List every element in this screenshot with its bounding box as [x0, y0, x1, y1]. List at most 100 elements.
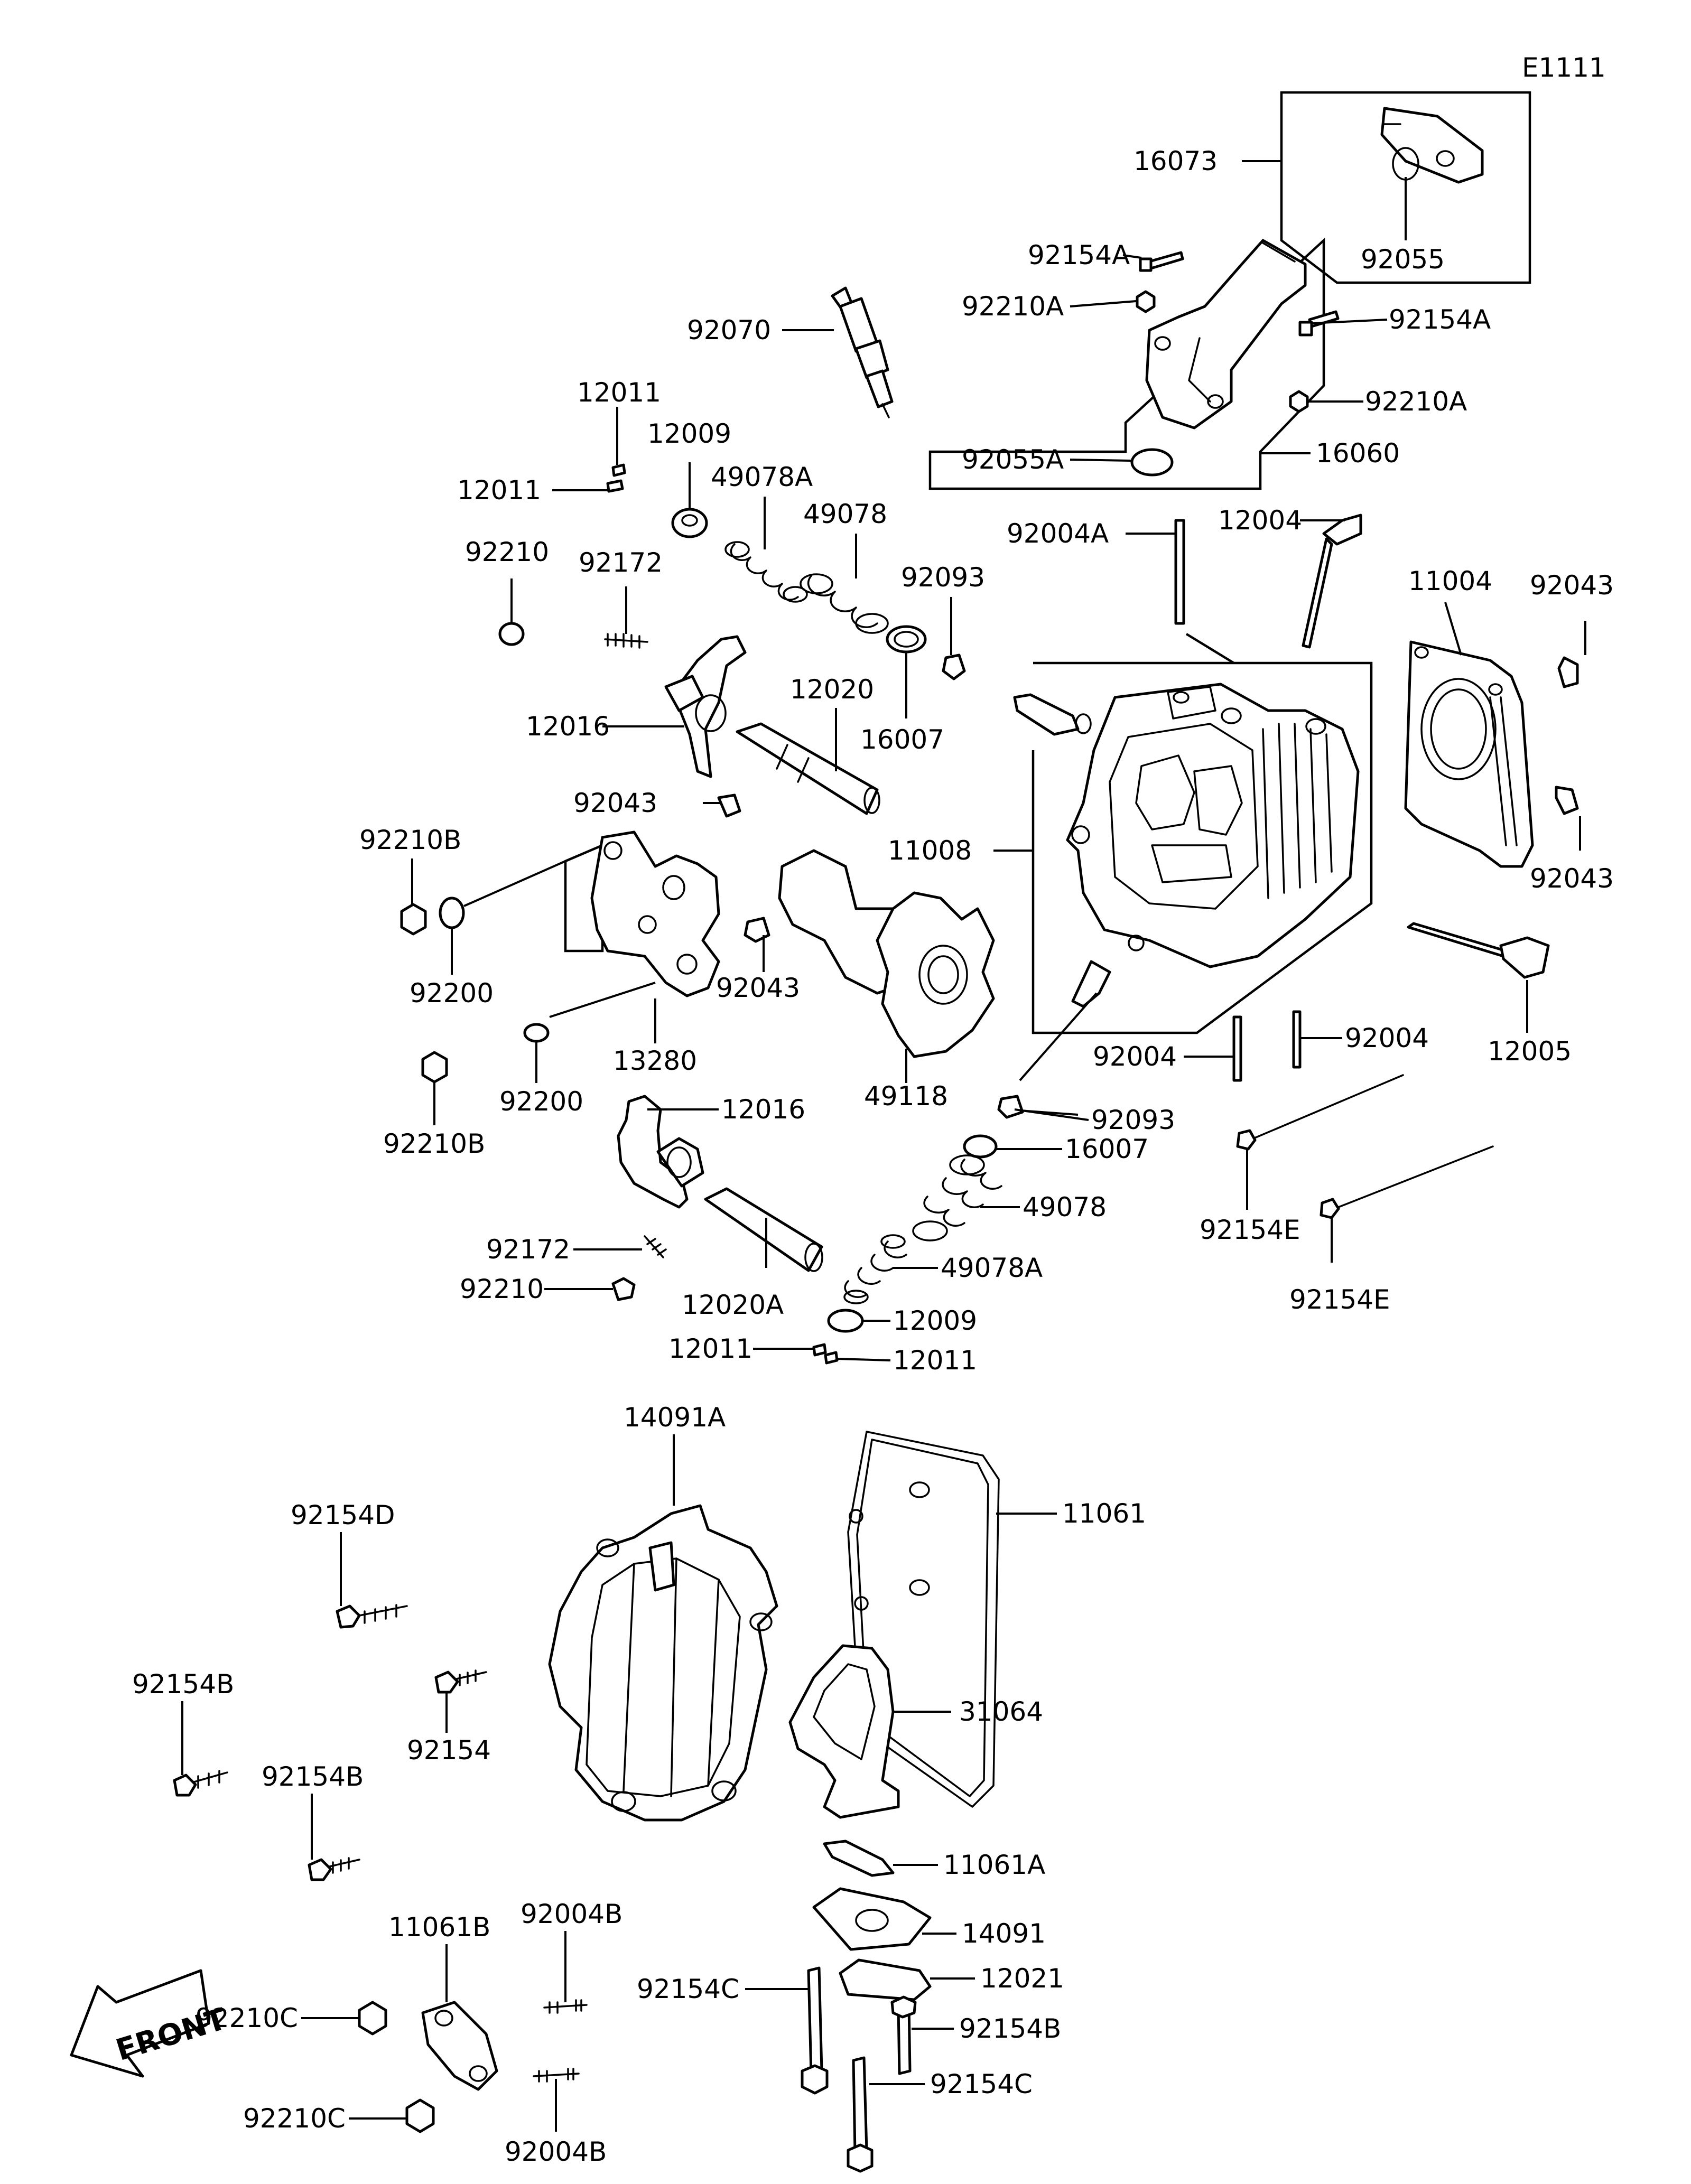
label-92210-2: 92210: [460, 1274, 544, 1304]
intake-group: [928, 91, 1531, 490]
nut-92210B-b: [421, 1051, 448, 1084]
label-14091A: 14091A: [624, 1402, 726, 1433]
label-92154E-1: 92154E: [1200, 1215, 1300, 1245]
breather-31064: [788, 1644, 900, 1819]
nut-92210C-b: [405, 2098, 435, 2133]
label-92210C-1: 92210C: [196, 2003, 298, 2033]
dowel-92043-a: [1557, 656, 1579, 688]
label-12016-1: 12016: [526, 711, 610, 742]
label-49078A-2: 49078A: [941, 1253, 1043, 1283]
label-16007-1: 16007: [860, 724, 944, 755]
label-11061: 11061: [1062, 1498, 1146, 1529]
label-11004: 11004: [1408, 566, 1492, 596]
label-12011-2: 12011: [457, 475, 541, 506]
guide-92004-b: [1292, 1010, 1302, 1069]
rocker-group: [498, 622, 880, 818]
label-92210-1: 92210: [465, 537, 549, 567]
label-92043-4: 92043: [716, 973, 800, 1003]
guide-92004A: [1174, 519, 1185, 625]
guide-92004-a: [1232, 1015, 1242, 1082]
spark-plug: [831, 286, 894, 418]
label-92210B-1: 92210B: [359, 825, 461, 855]
head-gasket: [1404, 640, 1534, 868]
bolt-92154B-bottom: [890, 1995, 917, 2075]
lower-rocker: [611, 1095, 823, 1301]
label-12020A: 12020A: [682, 1290, 784, 1320]
label-11061A: 11061A: [943, 1850, 1045, 1880]
label-49078A-1: 49078A: [711, 462, 813, 492]
label-92154E-2: 92154E: [1289, 1284, 1390, 1315]
label-12016-2: 12016: [721, 1094, 805, 1125]
label-49078-2: 49078: [1023, 1192, 1107, 1222]
label-92154A-2: 92154A: [1389, 304, 1491, 335]
label-92055A: 92055A: [962, 444, 1064, 475]
washer-92200-a: [439, 897, 465, 929]
label-92004B-1: 92004B: [521, 1899, 622, 1929]
plate-14091: [812, 1887, 932, 1951]
label-92210C-2: 92210C: [243, 2103, 346, 2134]
bolt-92154B-a: [173, 1770, 228, 1797]
part-labels: 16073 92055 92154A 92210A 92070 92154A 9…: [132, 146, 1614, 2167]
head-cover: [548, 1504, 778, 1822]
stud-92154E-b: [1320, 1145, 1494, 1219]
label-12005: 12005: [1488, 1036, 1572, 1067]
label-12011-1: 12011: [577, 377, 661, 408]
label-16007-2: 16007: [1065, 1134, 1149, 1164]
label-12011-4: 12011: [893, 1345, 977, 1376]
plate-12021: [839, 1958, 932, 2001]
bolt-92154C-a: [801, 1966, 829, 2095]
stud-92154E-a: [1236, 1074, 1404, 1151]
label-92154A-1: 92154A: [1028, 240, 1130, 270]
label-92154B-1: 92154B: [132, 1669, 234, 1700]
label-92154: 92154: [407, 1735, 491, 1766]
label-92210A-2: 92210A: [1365, 386, 1467, 417]
camshaft: [744, 849, 995, 1058]
bolt-92154-mid: [434, 1669, 487, 1694]
label-16073: 16073: [1133, 146, 1218, 176]
label-13280: 13280: [613, 1046, 697, 1076]
bolt-92154D: [336, 1604, 408, 1629]
label-31064: 31064: [959, 1696, 1043, 1727]
label-92043-1: 92043: [1530, 570, 1614, 601]
label-11008: 11008: [888, 835, 972, 866]
label-92210A-1: 92210A: [962, 291, 1064, 322]
label-12011-3: 12011: [668, 1333, 752, 1364]
label-12021: 12021: [980, 1963, 1064, 1994]
bolt-92154B-b: [308, 1857, 360, 1881]
label-92093-2: 92093: [1091, 1105, 1175, 1135]
label-92200-2: 92200: [499, 1086, 583, 1117]
label-92043-2: 92043: [573, 788, 657, 818]
label-92172-2: 92172: [486, 1234, 570, 1265]
label-92200-1: 92200: [410, 978, 494, 1009]
label-92154B-2: 92154B: [262, 1761, 364, 1792]
label-92210B-2: 92210B: [383, 1128, 485, 1159]
label-92004-2: 92004: [1345, 1023, 1429, 1053]
label-92070: 92070: [687, 315, 771, 346]
leader-lines: [181, 160, 1586, 2132]
label-92004A: 92004A: [1007, 518, 1109, 549]
label-92043-3: 92043: [1530, 863, 1614, 894]
label-92004B-2: 92004B: [505, 2136, 607, 2167]
label-92004-1: 92004: [1093, 1041, 1177, 1072]
cover-gasket: [847, 1431, 1000, 1808]
bolt-92154C-b: [847, 2056, 874, 2173]
label-92154D: 92154D: [291, 1500, 395, 1530]
diagram-id: E1111: [1522, 52, 1606, 83]
label-12004: 12004: [1218, 505, 1302, 536]
lower-valvetrain: [812, 935, 1145, 1365]
label-92154C-2: 92154C: [930, 2069, 1033, 2099]
label-92154C-1: 92154C: [637, 1974, 739, 2004]
valve-exhaust: [1302, 514, 1362, 649]
label-49078-1: 49078: [803, 499, 887, 529]
stud-92004B-b: [533, 2068, 580, 2083]
label-92055: 92055: [1361, 244, 1445, 275]
rocker-holder: [564, 830, 720, 997]
nut-92210B-a: [400, 903, 427, 936]
stud-92004B-a: [543, 1999, 588, 2014]
washer-92200-b: [523, 1023, 550, 1043]
label-14091: 14091: [962, 1918, 1046, 1949]
plate-11061B: [421, 2001, 498, 2091]
label-11061B: 11061B: [388, 1912, 490, 1943]
label-12020: 12020: [790, 674, 874, 705]
